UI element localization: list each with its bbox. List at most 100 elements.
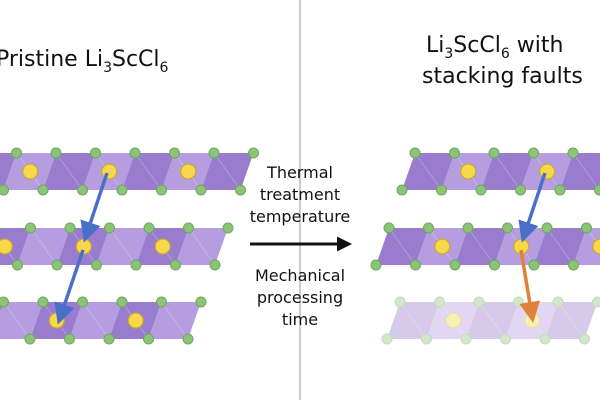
octahedron <box>0 302 43 339</box>
chlorine-atom <box>383 222 395 234</box>
right-title-line1: Li3ScCl6 with <box>426 33 563 62</box>
chlorine-atom <box>222 222 234 234</box>
chlorine-atom <box>513 296 524 308</box>
octahedron-edge <box>213 152 241 191</box>
chlorine-atom <box>77 184 88 196</box>
chlorine-atom <box>449 259 461 271</box>
chlorine-atom <box>460 333 472 345</box>
chlorine-atom <box>409 147 421 159</box>
octahedron-edge <box>161 301 189 340</box>
octahedron <box>455 228 508 265</box>
chlorine-atom <box>528 147 539 159</box>
chlorine-atom <box>502 222 513 234</box>
li-diffusion-arrow <box>80 172 109 243</box>
octahedron <box>175 228 228 265</box>
octahedron <box>96 228 149 265</box>
octahedron-edge <box>546 227 574 266</box>
octahedron-edge <box>134 152 162 191</box>
chlorine-atom <box>488 147 500 159</box>
chlorine-atom <box>421 333 432 345</box>
octahedron-edge <box>478 301 506 340</box>
chlorine-atom <box>528 259 540 271</box>
scandium-atom <box>180 163 197 180</box>
chlorine-atom <box>396 184 408 196</box>
chlorine-atom <box>51 259 63 271</box>
chlorine-atom <box>0 296 9 308</box>
chlorine-atom <box>11 147 22 159</box>
octahedron-edge <box>55 152 83 191</box>
condition-label: time <box>282 310 318 329</box>
chlorine-atom <box>489 259 500 271</box>
octahedron <box>69 302 122 339</box>
scandium-atom <box>592 238 600 255</box>
chlorine-atom <box>169 147 180 159</box>
octahedron-edge <box>467 227 495 266</box>
octahedron <box>43 153 96 190</box>
chlorine-atom <box>475 184 487 196</box>
octahedron-edge <box>414 152 442 191</box>
chlorine-atom <box>130 259 142 271</box>
chlorine-atom <box>554 184 566 196</box>
octahedron <box>426 302 479 339</box>
condition-label: treatment <box>260 185 340 204</box>
chlorine-atom <box>434 296 445 308</box>
chlorine-atom <box>473 296 485 308</box>
octahedral-layer <box>370 222 600 271</box>
chlorine-atom <box>170 259 181 271</box>
scandium-atom <box>127 312 144 329</box>
chlorine-atom <box>91 259 102 271</box>
octahedron <box>17 228 70 265</box>
octahedron <box>201 153 254 190</box>
scandium-atom <box>0 238 13 255</box>
chlorine-atom <box>370 259 382 271</box>
scandium-atom <box>22 163 39 180</box>
chlorine-atom <box>64 333 75 345</box>
chlorine-atom <box>50 147 62 159</box>
octahedral-layer <box>0 296 207 345</box>
chlorine-atom <box>0 184 9 196</box>
octahedron-edge <box>572 152 600 191</box>
chlorine-atom <box>209 259 221 271</box>
chlorine-atom <box>568 259 579 271</box>
chlorine-atom <box>90 147 101 159</box>
octahedron-edge <box>439 301 467 340</box>
chlorine-atom <box>541 222 553 234</box>
scandium-atom <box>154 238 171 255</box>
octahedron <box>376 228 429 265</box>
octahedron <box>545 302 598 339</box>
octahedron-edge <box>557 301 585 340</box>
octahedron <box>573 228 600 265</box>
chlorine-atom <box>208 147 220 159</box>
octahedron-edge <box>399 301 427 340</box>
chlorine-atom <box>103 333 115 345</box>
octahedron <box>560 153 600 190</box>
chlorine-atom <box>104 222 115 234</box>
octahedron-edge <box>82 301 110 340</box>
condition-label: processing <box>257 288 343 307</box>
octahedron <box>534 228 587 265</box>
li-diffusion-arrow <box>54 249 85 325</box>
condition-label: temperature <box>250 207 351 226</box>
chlorine-atom <box>581 222 592 234</box>
octahedron <box>466 302 519 339</box>
chlorine-atom <box>462 222 474 234</box>
chlorine-atom <box>500 333 511 345</box>
chlorine-atom <box>182 333 194 345</box>
chlorine-atom <box>394 296 406 308</box>
stacking-fault-diffusion-arrow <box>519 249 541 323</box>
condition-label: Mechanical <box>255 266 345 285</box>
right-title-line2: stacking faults <box>422 64 583 89</box>
chlorine-atom <box>24 333 36 345</box>
scandium-atom <box>434 238 451 255</box>
chlorine-atom <box>77 296 88 308</box>
octahedron <box>0 153 17 190</box>
chlorine-atom <box>143 222 155 234</box>
chlorine-atom <box>156 184 167 196</box>
octahedron-edge <box>388 227 416 266</box>
octahedron <box>122 153 175 190</box>
octahedron <box>402 153 455 190</box>
chlorine-atom <box>195 184 207 196</box>
chlorine-atom <box>37 184 49 196</box>
chlorine-atom <box>129 147 141 159</box>
